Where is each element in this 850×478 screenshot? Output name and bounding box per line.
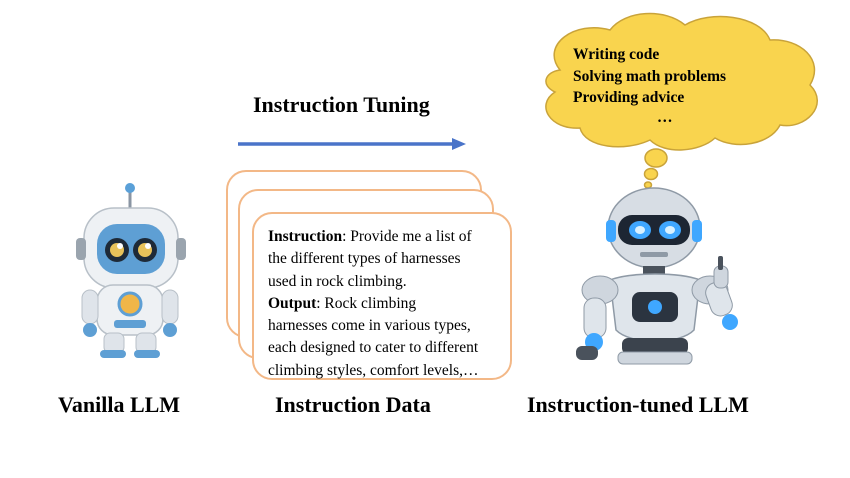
thought-line-code: Writing code (573, 46, 660, 63)
instruction-tuning-label: Instruction Tuning (253, 92, 430, 117)
instruction-line-2: the different types of harnesses (268, 250, 461, 268)
thought-line-math: Solving math problems (573, 67, 727, 85)
instruction-tuned-llm-label: Instruction-tuned LLM (527, 392, 749, 417)
thought-ellipsis: … (657, 109, 673, 126)
output-line-1: : Rock climbing (316, 294, 417, 312)
instruction-card: Instruction: Provide me a list of the di… (252, 212, 512, 380)
output-line-3: each designed to cater to different (268, 339, 479, 357)
instruction-data-label: Instruction Data (275, 392, 431, 417)
output-line-4: climbing styles, comfort levels,… (268, 361, 479, 379)
thought-bubble-list: Writing code Solving math problems Provi… (573, 44, 726, 109)
thought-line-advice: Providing advice (573, 89, 685, 106)
instruction-line-1: : Provide me a list of (342, 228, 472, 245)
instruction-card-text: Instruction: Provide me a list of the di… (268, 226, 510, 382)
vanilla-llm-label: Vanilla LLM (58, 392, 181, 417)
instruction-line-3: used in rock climbing. (268, 272, 407, 290)
instruction-key: Instruction (268, 228, 343, 245)
output-key: Output (268, 294, 317, 312)
output-line-2: harnesses come in various types, (268, 317, 471, 335)
